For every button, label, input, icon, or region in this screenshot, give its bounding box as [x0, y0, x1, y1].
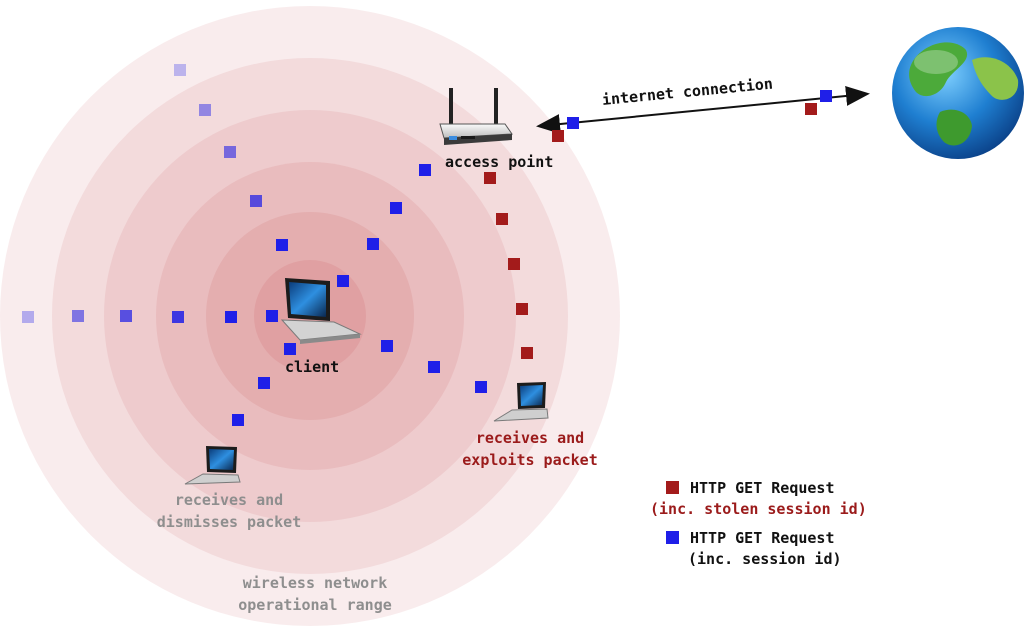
attacker-laptop-icon: [493, 382, 549, 422]
dismiss-caption-line: dismisses packet: [156, 513, 302, 531]
legit-packet: [172, 311, 184, 323]
range-caption-line: wireless network: [242, 574, 388, 592]
dismiss-caption-line: receives and: [174, 491, 284, 509]
legit-packet: [820, 90, 832, 102]
legit-packet: [232, 414, 244, 426]
legit-packet: [428, 361, 440, 373]
stolen-packet: [508, 258, 520, 270]
legend-legit-title: HTTP GET Request: [690, 529, 835, 547]
stolen-packet: [521, 347, 533, 359]
legit-packet: [199, 104, 211, 116]
stolen-packet-swatch: [666, 481, 679, 494]
legit-packet: [266, 310, 278, 322]
legit-packet-trail: [22, 64, 832, 426]
legit-packet: [224, 146, 236, 158]
legit-packet: [367, 238, 379, 250]
range-caption-line: operational range: [238, 596, 392, 614]
legend-legit-subtitle: (inc. session id): [688, 550, 842, 568]
legit-packet: [337, 275, 349, 287]
stolen-packet: [805, 103, 817, 115]
stolen-packet-trail: [484, 103, 817, 359]
legend-item-legit: HTTP GET Request (inc. session id): [640, 527, 920, 573]
legit-packet: [284, 343, 296, 355]
legit-packet: [120, 310, 132, 322]
legit-packet: [22, 311, 34, 323]
stolen-packet: [552, 130, 564, 142]
range-caption: wireless network operational range: [205, 572, 425, 616]
dismiss-caption: receives and dismisses packet: [134, 489, 324, 533]
legit-packet: [567, 117, 579, 129]
legit-packet: [258, 377, 270, 389]
legit-packet: [390, 202, 402, 214]
legit-packet-swatch: [666, 531, 679, 544]
legit-packet: [475, 381, 487, 393]
earth-globe-icon: [892, 27, 1024, 159]
legit-packet: [276, 239, 288, 251]
stolen-packet: [496, 213, 508, 225]
exploit-caption-line: receives and: [475, 429, 585, 447]
legit-packet: [72, 310, 84, 322]
exploit-caption-line: exploits packet: [462, 451, 598, 469]
legit-packet: [381, 340, 393, 352]
stolen-packet: [484, 172, 496, 184]
legend-item-stolen: HTTP GET Request (inc. stolen session id…: [640, 477, 920, 523]
bystander-laptop-icon: [184, 446, 241, 485]
client-laptop-icon: [280, 278, 362, 344]
legend-stolen-subtitle: (inc. stolen session id): [650, 500, 867, 518]
legit-packet: [250, 195, 262, 207]
access-point-label: access point: [445, 153, 554, 171]
legit-packet: [419, 164, 431, 176]
legit-packet: [225, 311, 237, 323]
legit-packet: [174, 64, 186, 76]
stolen-packet: [516, 303, 528, 315]
legend-stolen-title: HTTP GET Request: [690, 479, 835, 497]
internet-connection-arrow: [536, 86, 870, 134]
exploit-caption: receives and exploits packet: [430, 427, 630, 471]
client-label: client: [285, 358, 340, 376]
wireless-router-icon: [439, 88, 513, 145]
